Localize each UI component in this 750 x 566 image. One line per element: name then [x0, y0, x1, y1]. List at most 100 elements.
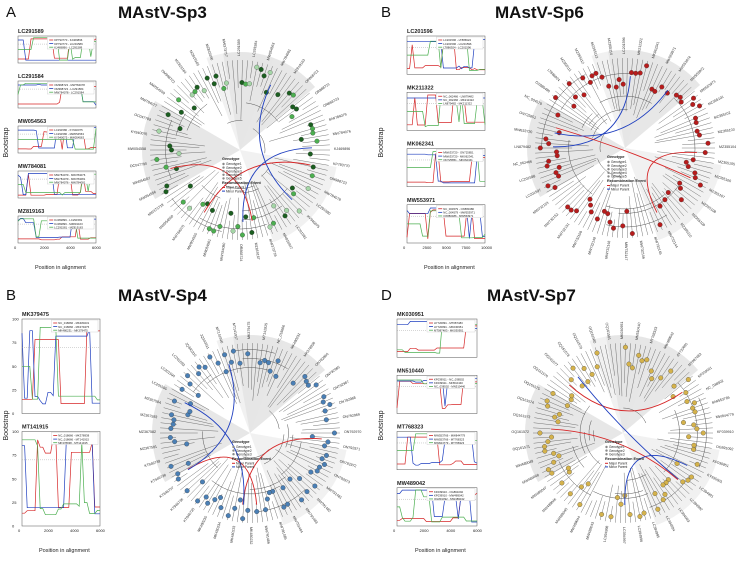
inset-title: MW784081: [18, 164, 46, 170]
tip-marker: [544, 398, 550, 404]
tip-marker: [601, 208, 607, 214]
y-tick-label: 0: [12, 411, 15, 416]
leaf-label: OM998723: [329, 176, 347, 185]
tree-branch: [643, 497, 652, 519]
panel-title: MAstV-Sp7: [487, 286, 576, 305]
tip-marker: [290, 104, 296, 110]
tip-marker: [660, 497, 666, 503]
tree-branch: [183, 371, 224, 410]
tree-branch: [232, 214, 235, 240]
tip-marker: [310, 164, 316, 170]
tree-branch: [313, 436, 340, 439]
tree-branch: [269, 124, 327, 142]
inset-legend-entry: KJ469896 - LC291589: [54, 45, 82, 49]
leaf-label: MW553974: [678, 55, 692, 72]
leaf-label: MZ367584: [144, 396, 162, 405]
tip-marker: [652, 88, 658, 94]
inset-legend-entry: MW784076 - MW784081: [54, 180, 86, 184]
tree-arc: [252, 128, 266, 154]
legend-title: Recombination Event: [605, 457, 645, 461]
tip-marker: [678, 99, 684, 105]
recombination-link: [646, 151, 697, 213]
tree-branch: [536, 132, 553, 136]
leaf-label: MW784081: [280, 48, 292, 66]
leaf-label: MK480232: [249, 527, 253, 544]
tip-marker: [677, 94, 683, 100]
tree-branch: [542, 160, 597, 184]
tip-marker: [254, 64, 260, 70]
tree-branch: [153, 124, 188, 135]
x-tick-label: 4000: [446, 528, 456, 533]
tip-marker: [588, 209, 594, 215]
tree-branch: [556, 371, 577, 391]
tip-marker: [240, 516, 246, 522]
leaf-label: MZ355108: [700, 201, 716, 214]
tip-marker: [644, 357, 650, 363]
leaf-label: ON792970: [344, 430, 361, 434]
tree-branch: [599, 501, 606, 521]
tip-marker: [649, 376, 655, 382]
tree-branch: [558, 86, 587, 113]
clade-sector: [206, 52, 274, 150]
tip-marker: [320, 399, 326, 405]
tree-branch: [245, 60, 248, 81]
leaf-label: KT946738: [150, 473, 167, 484]
tip-marker: [626, 361, 632, 367]
tree-branch: [247, 343, 249, 388]
tip-marker: [179, 386, 185, 392]
tip-marker: [275, 358, 281, 364]
tree-branch: [295, 190, 313, 204]
tip-marker: [550, 391, 556, 396]
tip-marker: [605, 211, 611, 217]
tree-branch: [671, 463, 699, 482]
tree-branch: [654, 132, 714, 144]
legend-swatch: [605, 453, 608, 456]
tip-marker: [566, 81, 572, 87]
inset-title: MN510440: [397, 368, 424, 374]
tree-branch: [161, 105, 200, 128]
tree-arc: [207, 367, 269, 384]
tree-branch: [679, 384, 699, 397]
tip-marker: [206, 226, 212, 232]
clade-sector: [527, 99, 625, 197]
tree-branch: [556, 482, 570, 495]
tree-branch: [264, 185, 291, 225]
tree-branch: [651, 192, 672, 226]
tip-marker: [305, 382, 311, 388]
inset-legend: [426, 488, 476, 501]
tip-marker: [254, 509, 260, 515]
tip-marker: [578, 484, 584, 490]
tree-branch: [636, 193, 649, 236]
tree-branch: [654, 117, 710, 138]
tree-branch: [628, 196, 633, 238]
leaf-label: ON792967: [332, 380, 349, 391]
tree-branch: [237, 60, 239, 88]
y-axis-label: Bootstrap: [378, 127, 385, 157]
tree-arc: [560, 73, 636, 110]
tip-marker: [549, 470, 555, 476]
tip-marker: [700, 430, 706, 436]
panel-letter: D: [381, 287, 392, 304]
clade-sector: [625, 148, 722, 241]
tree-branch: [637, 347, 652, 389]
inset-legend-entry: LC291580 - MW054563: [54, 132, 84, 136]
inset-legend-entry: MW553766 - MW844779: [434, 434, 466, 438]
tip-marker: [261, 73, 267, 79]
tree-branch: [538, 164, 570, 174]
tree-branch: [151, 160, 178, 166]
x-tick-label: 6000: [473, 528, 483, 533]
tip-marker: [551, 450, 557, 456]
tree-branch: [536, 157, 567, 164]
tree-branch: [169, 393, 205, 411]
legend-entry: Genotype5: [611, 175, 627, 179]
tree-legend: GenotypeGenotype1Genotype2Genotype3Genot…: [222, 157, 262, 193]
leaf-label: LC394994: [665, 515, 676, 532]
inset-legend-entry: MT087483 - MK030951: [434, 328, 464, 332]
tip-marker: [154, 157, 160, 162]
tree-branch: [617, 208, 620, 238]
tip-marker: [577, 502, 583, 508]
tip-marker: [177, 126, 183, 132]
tip-marker: [568, 377, 574, 383]
